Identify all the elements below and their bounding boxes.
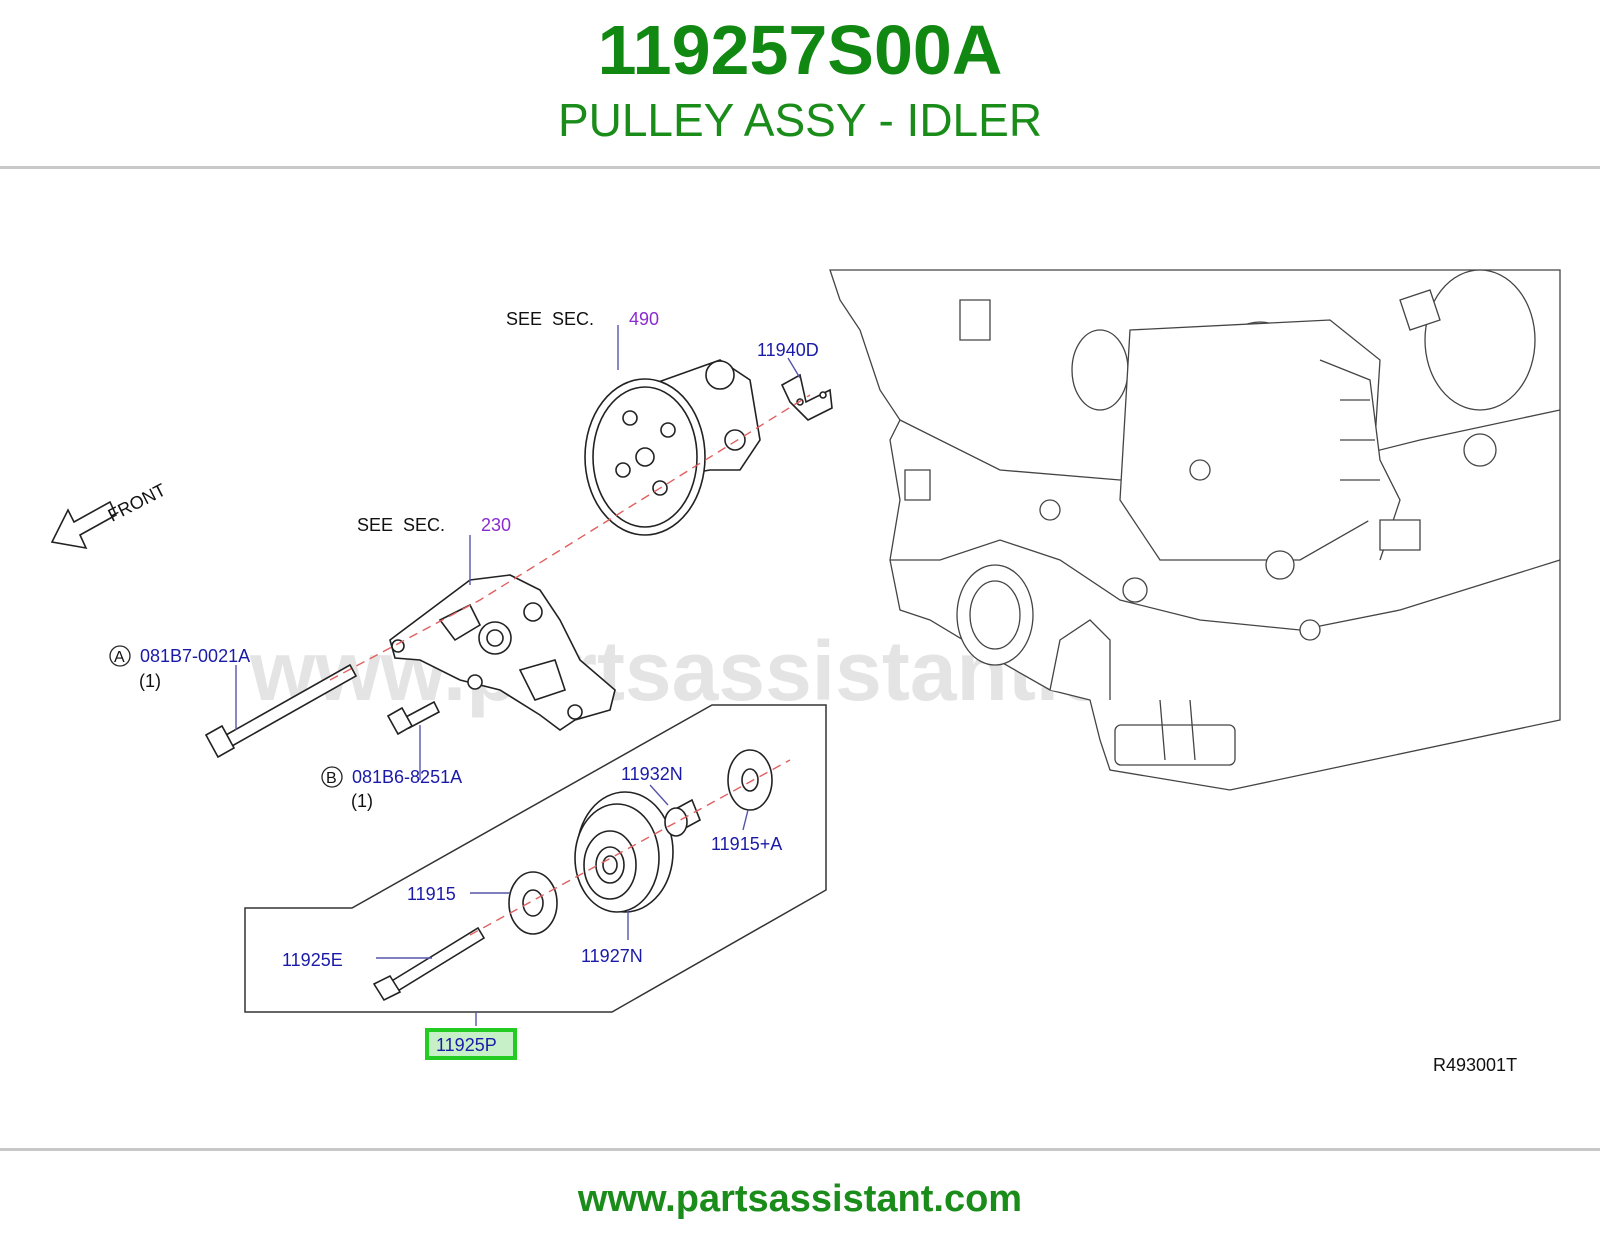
pulley-11927N-drawing: [574, 791, 674, 913]
footer-divider: [0, 1148, 1600, 1151]
spacer-11932N-drawing: [664, 798, 702, 837]
callout-11927N[interactable]: 11927N: [581, 946, 643, 966]
callout-B-quantity: (1): [351, 791, 373, 811]
callout-11925E[interactable]: 11925E: [282, 950, 343, 970]
leader-11940D: [787, 357, 801, 379]
highlight-box-11925P: [425, 1028, 517, 1060]
see-sec-230-text: SEE SEC.: [357, 515, 445, 535]
front-label: FRONT: [105, 480, 169, 526]
callout-A-circle: [109, 645, 131, 667]
callout-081B7-0021A[interactable]: 081B7-0021A: [140, 646, 250, 666]
callout-B-letter: B: [326, 770, 337, 787]
part-description: PULLEY ASSY - IDLER: [557, 94, 1043, 146]
bolt-B-drawing: [386, 700, 441, 736]
see-sec-490-number[interactable]: 490: [629, 309, 659, 329]
leader-11915A: [742, 809, 749, 831]
callout-A-letter: A: [114, 649, 125, 666]
callout-11915-plus-A[interactable]: 11915+A: [711, 834, 782, 854]
engine-block-drawing: [829, 269, 1561, 791]
callout-11925P[interactable]: 11925P: [436, 1035, 497, 1055]
header-divider: [0, 166, 1600, 169]
callout-11915[interactable]: 11915: [407, 884, 456, 904]
see-sec-490-text: SEE SEC.: [506, 309, 594, 329]
leader-11932N: [649, 784, 669, 806]
callout-B-circle: [321, 766, 343, 788]
callout-081B6-8251A[interactable]: 081B6-8251A: [352, 767, 462, 787]
axis-line-upper: [329, 394, 811, 681]
power-steering-pump-drawing: [584, 359, 761, 536]
assembly-group-outline: [244, 704, 827, 1013]
callout-A-quantity: (1): [139, 671, 161, 691]
mounting-bracket-drawing: [389, 574, 616, 731]
washer-11915A-drawing: [727, 749, 773, 811]
see-sec-230-number[interactable]: 230: [481, 515, 511, 535]
callout-11940D[interactable]: 11940D: [757, 340, 819, 360]
bolt-A-drawing: [204, 663, 358, 759]
footer-url[interactable]: www.partsassistant.com: [577, 1178, 1023, 1220]
parts-diagram: www.partsassistant.com FRONT: [50, 269, 1561, 1075]
bracket-11940D-drawing: [780, 373, 833, 421]
callout-11932N[interactable]: 11932N: [621, 764, 683, 784]
figure-code: R493001T: [1433, 1055, 1517, 1075]
front-direction-arrow: [50, 500, 118, 550]
bolt-11925E-drawing: [372, 926, 486, 1002]
part-number-title: 119257S00A: [597, 11, 1003, 89]
axis-line-lower: [469, 759, 791, 936]
washer-11915-drawing: [508, 871, 558, 935]
